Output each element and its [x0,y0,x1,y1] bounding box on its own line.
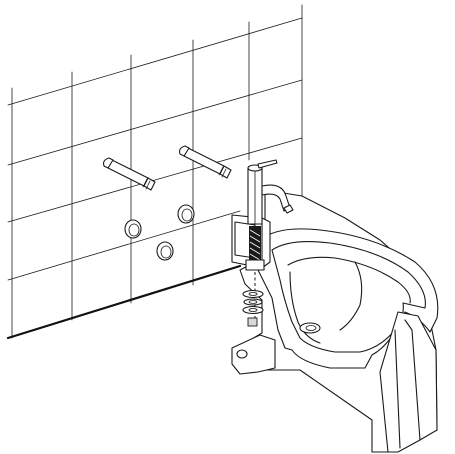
mounting-bolt-left [103,157,156,191]
floor-line [6,264,242,340]
wall-pipe-hole-2 [177,204,195,224]
wall-pipe-hole-3 [156,241,174,261]
wall-pipe-hole-1 [124,219,142,239]
faucet [245,159,294,271]
wall-tiles [7,4,303,339]
bidet-bowl [231,189,439,453]
washer-stack [242,289,264,327]
mounting-bolt-right [179,145,232,179]
